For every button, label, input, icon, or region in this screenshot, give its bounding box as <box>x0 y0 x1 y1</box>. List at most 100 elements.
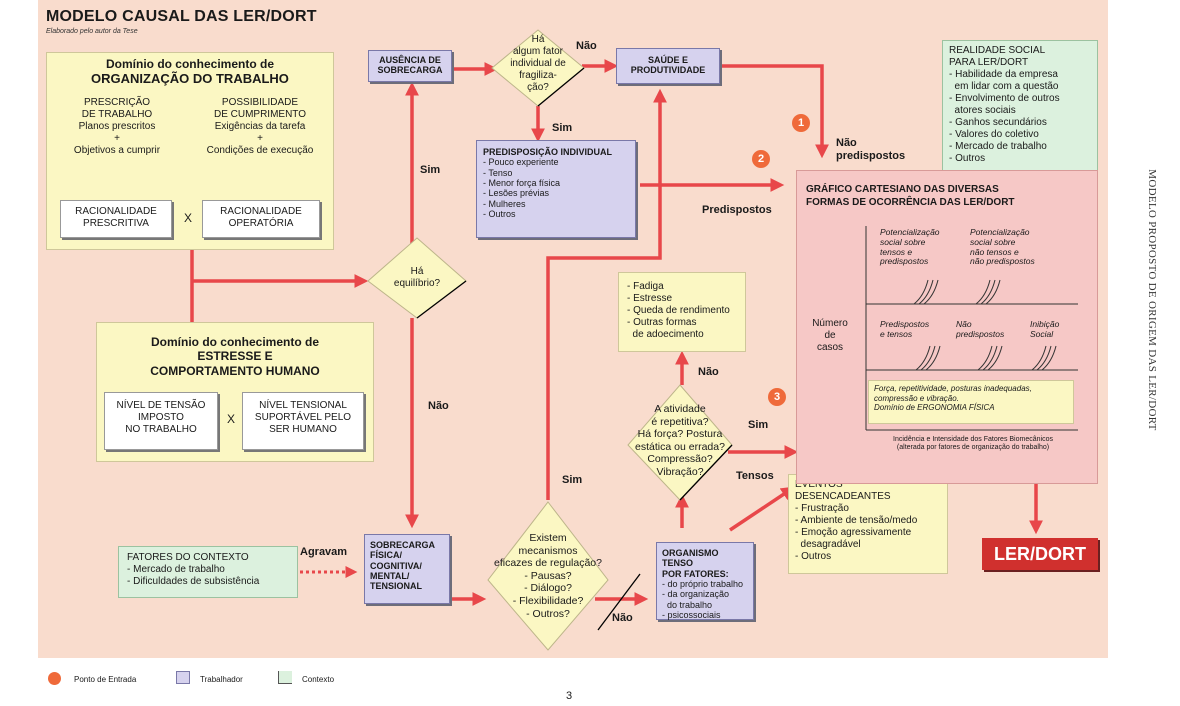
fator-question: Há algum fator individual de fragiliza- … <box>494 34 582 94</box>
saude-2: PRODUTIVIDADE <box>630 65 706 76</box>
graph-title-2: FORMAS DE OCORRÊNCIA DAS LER/DORT <box>806 197 1015 208</box>
ergo-2: compressão e vibração. <box>874 393 959 403</box>
saude-produtividade-box: SAÚDE E PRODUTIVIDADE <box>616 48 720 84</box>
label-nao-equilibrio: Não <box>428 400 449 412</box>
entry-point-3: 3 <box>768 388 786 406</box>
ylabel-1: Número <box>812 318 848 329</box>
list-item: - Emoção agressivamente <box>795 527 912 538</box>
list-item: - psicossociais <box>662 610 721 621</box>
list-item: de adoecimento <box>627 329 704 340</box>
org-x: X <box>184 211 193 225</box>
m3-1: Inibição <box>1030 319 1060 329</box>
ergo-1: Força, repetitividade, posturas inadequa… <box>874 384 1032 393</box>
graph-top-right-label: Potencialização social sobre não tensos … <box>970 227 1035 267</box>
equilibrio-1: Há <box>410 266 424 277</box>
predisp-list: - Pouco experiente - Tenso - Menor força… <box>483 157 629 219</box>
realidade-social-box: REALIDADE SOCIAL PARA LER/DORT - Habilid… <box>942 40 1098 176</box>
mec-2: mecanismos <box>518 544 578 557</box>
list-item: em lidar com a questão <box>949 81 1059 92</box>
ergo-3: Domínio de ERGONOMIA FÍSICA <box>874 403 995 413</box>
entry-point-2: 2 <box>752 150 770 168</box>
page-subtitle: Elaborado pelo autor da Tese <box>46 28 138 35</box>
list-item: - Dificuldades de subsistência <box>127 576 260 587</box>
m2-2: predispostos <box>956 328 1005 339</box>
label-nao-predispostos: Não predispostos <box>836 137 905 163</box>
atividade-4: estática ou errada? <box>635 440 725 453</box>
rac-oper-1: RACIONALIDADE <box>220 206 302 217</box>
ylabel-2: de <box>824 330 836 341</box>
list-item: - Outras formas <box>627 317 697 328</box>
hatch-top-left <box>913 279 939 305</box>
org-title-line2: ORGANIZAÇÃO DO TRABALHO <box>91 71 289 87</box>
list-item: - do próprio trabalho <box>662 579 744 590</box>
prescricao-plus: + <box>114 133 120 144</box>
arrow-mec-sim-up <box>546 88 667 500</box>
arrow-saude-to-graph <box>720 64 829 159</box>
possibilidade-block: POSSIBILIDADE DE CUMPRIMENTO Exigências … <box>191 97 329 157</box>
nivel-tensao-3: NO TRABALHO <box>125 424 197 435</box>
label-predispostos: Predispostos <box>702 204 772 216</box>
tr-3: não tensos e <box>970 246 1019 257</box>
equilibrio-question: Há equilíbrio? <box>376 266 458 290</box>
nivel-tensao-1: NÍVEL DE TENSÃO <box>116 400 206 411</box>
sobrecarga-2: FÍSICA/ <box>370 550 403 561</box>
graph-mid-1-label: Predispostos e tensos <box>880 319 929 340</box>
sobrecarga-1: SOBRECARGA <box>370 540 436 550</box>
graph-xlabel: Incidência e Intensidade dos Fatores Bio… <box>860 436 1086 453</box>
nivel-tensional-1: NÍVEL TENSIONAL <box>259 400 347 411</box>
org-title-line1: Domínio do conhecimento de <box>105 57 274 71</box>
legend-entry-label: Ponto de Entrada <box>74 675 137 684</box>
hatch-mid-1 <box>915 345 941 371</box>
slash-atividade <box>679 444 733 501</box>
list-item: - da organização <box>662 589 730 600</box>
fator-1: Há <box>531 34 545 45</box>
list-item: - Tenso <box>483 167 513 178</box>
eventos-title-1: EVENTOS <box>795 479 843 490</box>
fatores-contexto-box: FATORES DO CONTEXTO - Mercado de trabalh… <box>118 546 298 598</box>
rac-oper-2: OPERATÓRIA <box>228 218 294 229</box>
label-sim-mecanismos: Sim <box>562 474 583 486</box>
tr-2: social sobre <box>970 236 1016 247</box>
list-item: - Mulheres <box>483 198 526 209</box>
list-item: - Outros <box>483 209 516 220</box>
ausencia-2: SOBRECARGA <box>377 65 443 76</box>
fator-3: individual de <box>510 58 566 69</box>
organismo-tenso-box: ORGANISMO TENSO POR FATORES: - do própri… <box>656 542 754 620</box>
slash-equilibrio <box>416 280 467 319</box>
atividade-2: é repetitiva? <box>651 415 709 428</box>
mec-6: - Flexibilidade? <box>512 594 584 607</box>
mecanismos-question: Existem mecanismos eficazes de regulação… <box>486 532 610 620</box>
rac-presc-2: PRESCRITIVA <box>83 218 149 229</box>
possib-l1: Exigências da tarefa <box>214 121 306 132</box>
nivel-tensao-box: NÍVEL DE TENSÃO IMPOSTO NO TRABALHO <box>104 392 218 450</box>
list-item: - Pouco experiente <box>483 157 559 168</box>
possib-l2: Condições de execução <box>206 145 314 156</box>
graph-axes <box>865 226 1078 431</box>
sobrecarga-box: SOBRECARGA FÍSICA/ COGNITIVA/ MENTAL/ TE… <box>364 534 450 604</box>
stress-x: X <box>227 412 236 426</box>
list-item: - Outros <box>795 551 832 562</box>
xlabel-2: (alterada por fatores de organização do … <box>896 444 1050 452</box>
label-sim-equilibrio: Sim <box>420 164 441 176</box>
hatch-mid-2 <box>977 345 1003 371</box>
nao-pred-2: predispostos <box>836 150 906 163</box>
predisp-title: PREDISPOSIÇÃO INDIVIDUAL <box>483 147 613 157</box>
side-caption: MODELO PROPOSTO DE ORIGEM DAS LER/DORT <box>1146 169 1158 431</box>
prescricao-block: PRESCRIÇÃO DE TRABALHO Planos prescritos… <box>53 97 181 157</box>
tr-4: não predispostos <box>970 256 1035 267</box>
page-title: MODELO CAUSAL DAS LER/DORT <box>46 8 317 25</box>
organismo-title-2: POR FATORES: <box>662 568 729 579</box>
atividade-1: A atividade <box>654 403 706 415</box>
list-item: atores sociais <box>949 105 1016 116</box>
label-sim-fator: Sim <box>552 122 573 134</box>
list-item: - Ambiente de tensão/medo <box>795 515 918 526</box>
list-item: do trabalho <box>662 599 713 610</box>
graph-top-left-label: Potencialização social sobre tensos e pr… <box>880 227 940 267</box>
prescricao-head2: DE TRABALHO <box>81 109 153 120</box>
sobrecarga-3: COGNITIVA/ <box>370 560 422 571</box>
arrow-tensos-to-eventos <box>729 486 796 532</box>
list-item: - Menor força física <box>483 178 561 189</box>
graph-mid-2-label: Não predispostos <box>956 319 1005 340</box>
atividade-6: Vibração? <box>656 465 704 478</box>
